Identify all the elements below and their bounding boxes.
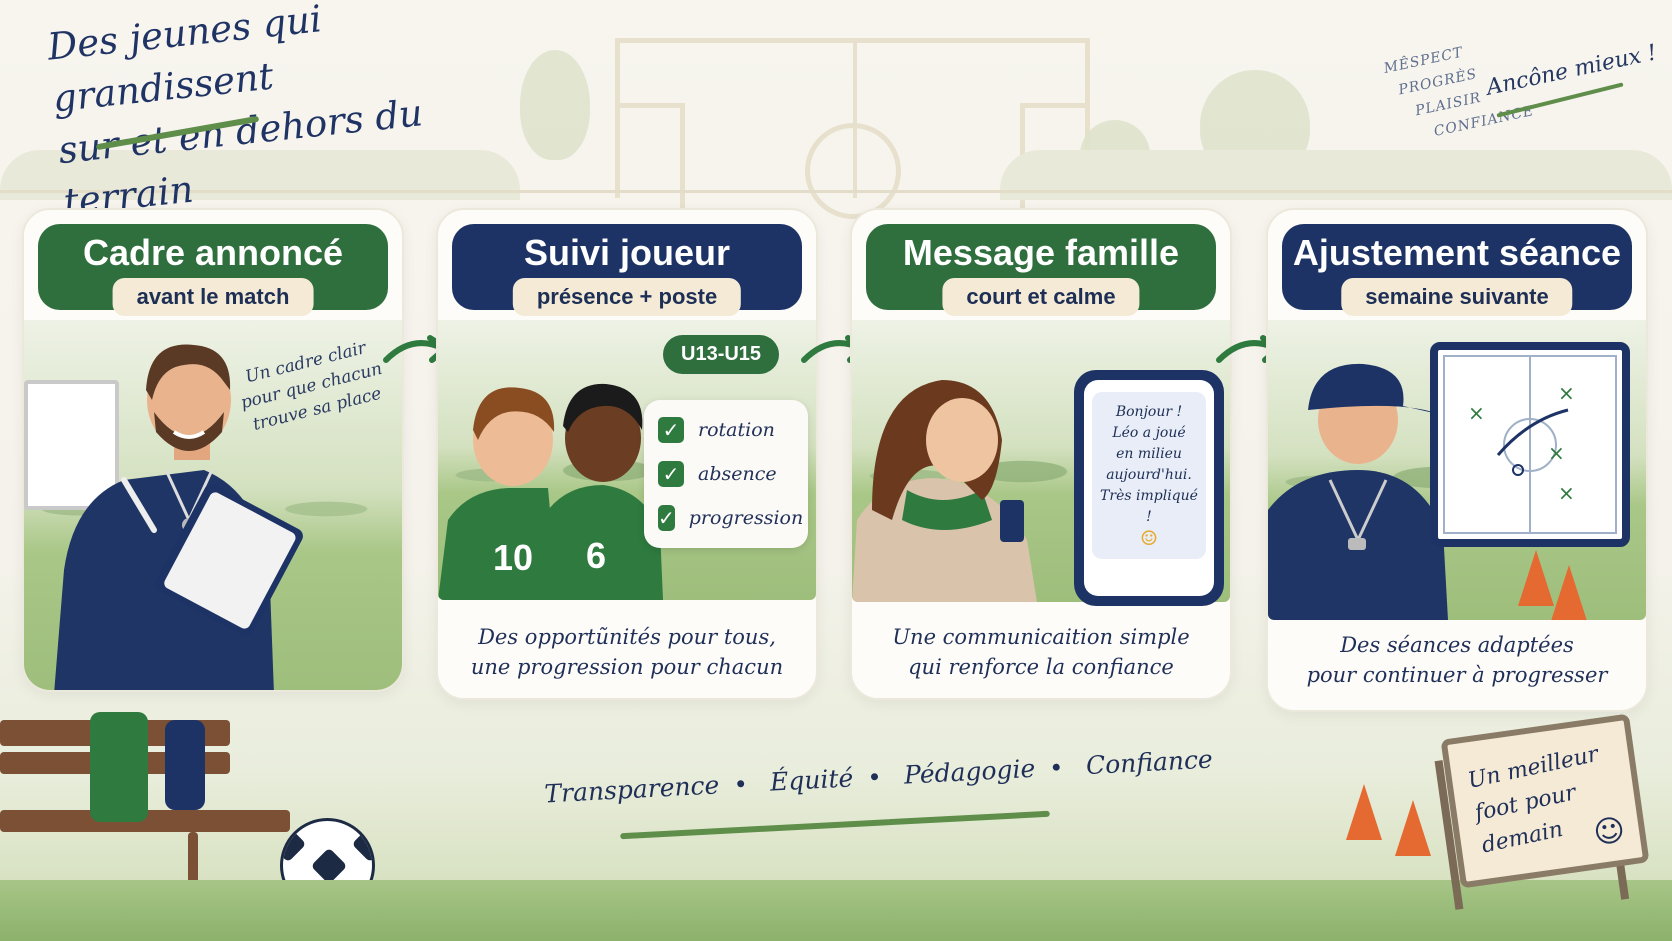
message-line: Léo a joué: [1112, 425, 1186, 441]
message-line: aujourd'hui.: [1106, 467, 1192, 483]
value-item: Pédagogie: [903, 753, 1036, 790]
checklist-item: ✓ rotation: [658, 408, 794, 452]
check-icon: ✓: [658, 461, 684, 487]
card-subtitle: semaine suivante: [1341, 278, 1573, 316]
age-group-badge: U13-U15: [663, 335, 780, 374]
jersey-on-bench: [90, 712, 148, 822]
tactic-board: [24, 380, 119, 510]
card-title: Ajustement séance: [1292, 232, 1622, 273]
coach-cap-illustration: [1268, 363, 1448, 620]
training-cone-icon: [1395, 800, 1431, 856]
players-illustration: 10 6: [438, 383, 663, 600]
card-scene: Un cadre clair pour que chacun trouve sa…: [24, 320, 402, 690]
phone: Bonjour ! Léo a joué en milieu aujourd'h…: [1074, 370, 1224, 606]
smiley-icon: ☺: [1591, 812, 1628, 852]
svg-text:×: ×: [1558, 381, 1575, 405]
message-line: Bonjour !: [1115, 404, 1183, 420]
background-tree: [520, 50, 590, 160]
svg-text:×: ×: [1468, 401, 1485, 425]
value-item: Confiance: [1085, 744, 1214, 781]
caption-line: une progression pour chacun: [470, 655, 784, 679]
card-caption: Des opportũnités pour tous, une progress…: [438, 622, 816, 682]
caption-line: pour continuer à progresser: [1306, 663, 1608, 687]
values-underline: [620, 810, 1050, 840]
caption-line: qui renforce la confiance: [908, 655, 1174, 679]
parent-illustration: [852, 380, 1037, 602]
grass: [0, 880, 1672, 941]
checklist: ✓rotation ✓absence ✓progression: [644, 400, 808, 548]
checklist-item: ✓ progression: [658, 496, 803, 540]
card-suivi-joueur: 10 6 U13-U15 ✓rotation ✓absence ✓progres…: [436, 208, 818, 700]
checklist-label: absence: [698, 463, 777, 485]
tactic-drawing: × × × ×: [1443, 355, 1617, 534]
sign-text: Un meilleur foot pour demain: [1465, 738, 1615, 862]
background-fence: [0, 190, 1672, 193]
values-row: Transparence Équité Pédagogie Confiance: [540, 744, 1218, 809]
card-title: Suivi joueur: [523, 232, 731, 273]
card-message-famille: Bonjour ! Léo a joué en milieu aujourd'h…: [850, 208, 1232, 700]
coach-illustration: [54, 344, 303, 690]
card-caption: Des séances adaptées pour continuer à pr…: [1268, 630, 1646, 690]
phone-screen: Bonjour ! Léo a joué en milieu aujourd'h…: [1084, 380, 1214, 596]
card-scene: × × × ×: [1268, 320, 1646, 620]
jacket-on-bench: [165, 720, 205, 810]
check-icon: ✓: [658, 505, 675, 531]
card-ajustement-seance: × × × × Des séances adaptées pour contin…: [1266, 208, 1648, 712]
message-line: Très impliqué !: [1100, 488, 1198, 525]
sign-board: Un meilleur foot pour demain ☺: [1440, 713, 1650, 889]
training-cone-icon: [1518, 550, 1554, 606]
tactic-board: × × × ×: [1430, 342, 1630, 547]
checklist-label: rotation: [698, 419, 775, 441]
jersey-number: 6: [586, 535, 606, 576]
jersey-number: 10: [493, 537, 533, 578]
card-subtitle: court et calme: [942, 278, 1140, 316]
card-subtitle: avant le match: [112, 278, 314, 316]
svg-text:×: ×: [1548, 441, 1565, 465]
bench-leg: [188, 832, 198, 892]
svg-text:×: ×: [1558, 481, 1575, 505]
caption-line: Une communicaition simple: [892, 625, 1190, 649]
caption-line: Des séances adaptées: [1340, 633, 1574, 657]
checklist-item: ✓ absence: [658, 452, 794, 496]
value-item: Transparence: [543, 770, 720, 809]
card-cadre-annonce: Un cadre clair pour que chacun trouve sa…: [22, 208, 404, 692]
card-title: Cadre annoncé: [82, 232, 344, 273]
value-item: Équité: [769, 763, 854, 797]
card-header: Ajustement séance: [1282, 224, 1632, 310]
smiley-icon: ☺: [1140, 526, 1158, 550]
caption-line: Des opportũnités pour tous,: [478, 625, 776, 649]
card-header: Message famille: [866, 224, 1216, 310]
training-cone-icon: [1551, 565, 1587, 620]
message-line: en milieu: [1116, 446, 1182, 462]
card-title: Message famille: [902, 232, 1180, 273]
card-subtitle: présence + poste: [512, 278, 742, 316]
message-bubble: Bonjour ! Léo a joué en milieu aujourd'h…: [1092, 392, 1206, 559]
card-caption: Une communicaition simple qui renforce l…: [852, 622, 1230, 682]
checklist-label: progression: [688, 507, 804, 529]
check-icon: ✓: [658, 417, 684, 443]
bench-seat: [0, 810, 290, 832]
training-cone-icon: [1346, 784, 1382, 840]
